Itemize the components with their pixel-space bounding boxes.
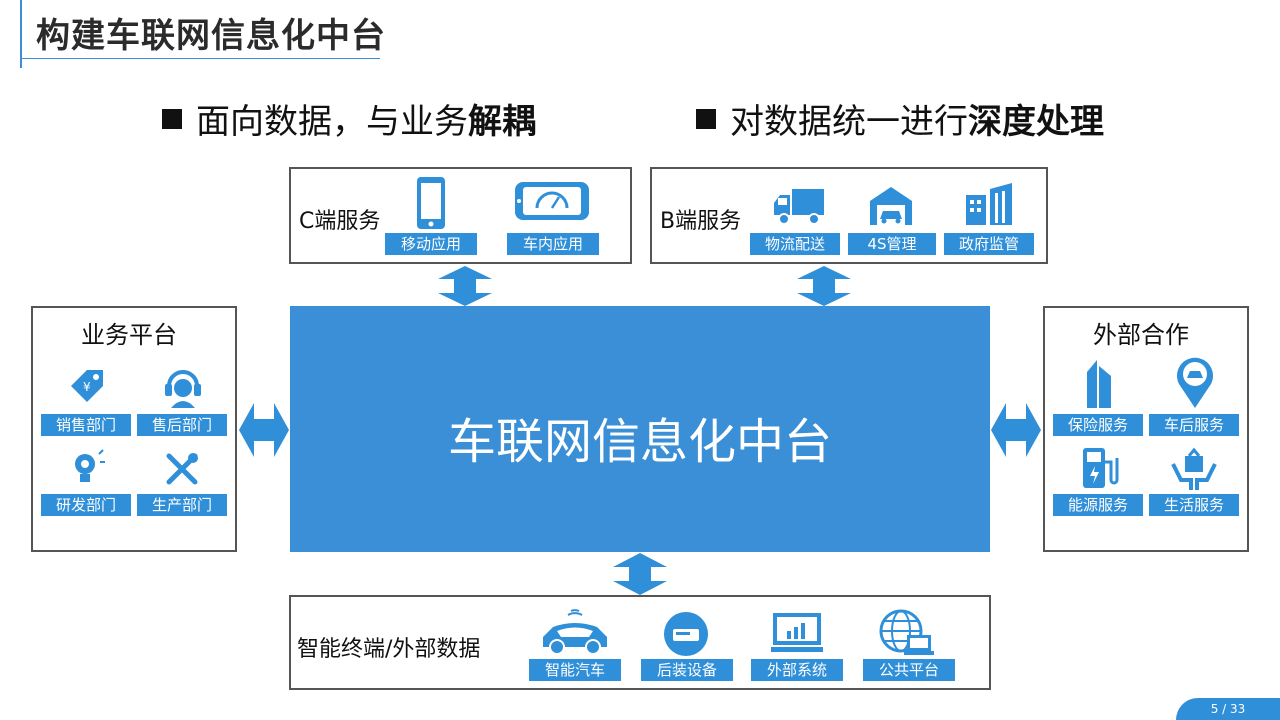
monitor-chart-icon: [769, 611, 825, 655]
business-item-sales[interactable]: 销售部门: [41, 414, 131, 436]
b-service-item-4s[interactable]: 4S管理: [848, 233, 936, 255]
business-item-after-sales[interactable]: 售后部门: [137, 414, 227, 436]
double-arrow-vertical-icon: [613, 553, 667, 599]
double-arrow-vertical-icon: [438, 266, 492, 310]
gift-hands-icon: [1171, 444, 1217, 492]
car-dashboard-icon: [513, 180, 591, 222]
external-cooperation-title: 外部合作: [1093, 321, 1189, 349]
headline-left-text: 面向数据，与业务: [196, 102, 468, 142]
lightbulb-idea-icon: [67, 448, 107, 488]
government-building-icon: [962, 181, 1016, 227]
svg-text:¥: ¥: [83, 380, 91, 394]
terminal-item-external-system[interactable]: 外部系统: [751, 659, 843, 681]
double-arrow-horizontal-icon: [991, 403, 1041, 461]
terminal-data-title: 智能终端/外部数据: [297, 637, 481, 662]
device-disk-icon: [663, 611, 709, 657]
central-platform-title: 车联网信息化中台: [447, 414, 832, 470]
title-underline: [20, 58, 380, 59]
charging-station-icon: [1079, 444, 1119, 492]
page-number: 5 / 33: [1176, 698, 1280, 720]
headline-right-text: 对数据统一进行: [730, 102, 968, 142]
c-service-item-mobile-app[interactable]: 移动应用: [385, 233, 477, 255]
c-service-item-in-car-app[interactable]: 车内应用: [507, 233, 599, 255]
terminal-item-aftermarket-device[interactable]: 后装设备: [641, 659, 733, 681]
price-tag-icon: ¥: [67, 366, 107, 406]
external-item-insurance[interactable]: 保险服务: [1053, 414, 1143, 436]
terminal-item-public-platform[interactable]: 公共平台: [863, 659, 955, 681]
headline-left: 面向数据，与业务解耦: [162, 94, 536, 143]
page-title: 构建车联网信息化中台: [36, 16, 386, 56]
garage-icon: [868, 185, 914, 227]
location-pin-car-icon: [1173, 354, 1217, 410]
business-item-production[interactable]: 生产部门: [137, 494, 227, 516]
title-accent-line: [20, 0, 22, 68]
double-arrow-vertical-icon: [797, 266, 851, 310]
c-service-box: C端服务 移动应用 车内应用: [289, 167, 632, 264]
mobile-phone-icon: [415, 175, 447, 231]
headline-right: 对数据统一进行深度处理: [696, 94, 1104, 143]
customer-service-headset-icon: [161, 364, 205, 408]
business-platform-box: 业务平台 ¥ 销售部门 售后部门 研发部门 生产部门: [31, 306, 237, 552]
globe-laptop-icon: [879, 609, 935, 657]
external-item-aftermarket[interactable]: 车后服务: [1149, 414, 1239, 436]
headline-right-bold: 深度处理: [968, 102, 1104, 142]
c-service-title: C端服务: [299, 209, 381, 234]
terminal-item-smart-car[interactable]: 智能汽车: [529, 659, 621, 681]
smart-car-icon: [539, 607, 611, 657]
terminal-data-box: 智能终端/外部数据 智能汽车 后装设备 外部系统 公共平台: [289, 595, 991, 690]
insurance-building-icon: [1083, 356, 1113, 410]
b-service-item-logistics[interactable]: 物流配送: [750, 233, 840, 255]
central-platform-block: 车联网信息化中台: [290, 306, 990, 552]
business-item-rnd[interactable]: 研发部门: [41, 494, 131, 516]
square-bullet-icon: [162, 108, 182, 129]
double-arrow-horizontal-icon: [239, 403, 289, 461]
external-item-energy[interactable]: 能源服务: [1053, 494, 1143, 516]
external-cooperation-box: 外部合作 保险服务 车后服务 能源服务 生活服务: [1043, 306, 1249, 552]
headline-left-bold: 解耦: [468, 102, 536, 142]
b-service-box: B端服务 物流配送 4S管理 政府监管: [650, 167, 1048, 264]
business-platform-title: 业务平台: [81, 321, 177, 349]
tools-wrench-icon: [163, 450, 201, 488]
b-service-item-government[interactable]: 政府监管: [944, 233, 1034, 255]
b-service-title: B端服务: [660, 209, 742, 234]
delivery-truck-icon: [772, 185, 828, 227]
square-bullet-icon: [696, 108, 716, 129]
external-item-life[interactable]: 生活服务: [1149, 494, 1239, 516]
